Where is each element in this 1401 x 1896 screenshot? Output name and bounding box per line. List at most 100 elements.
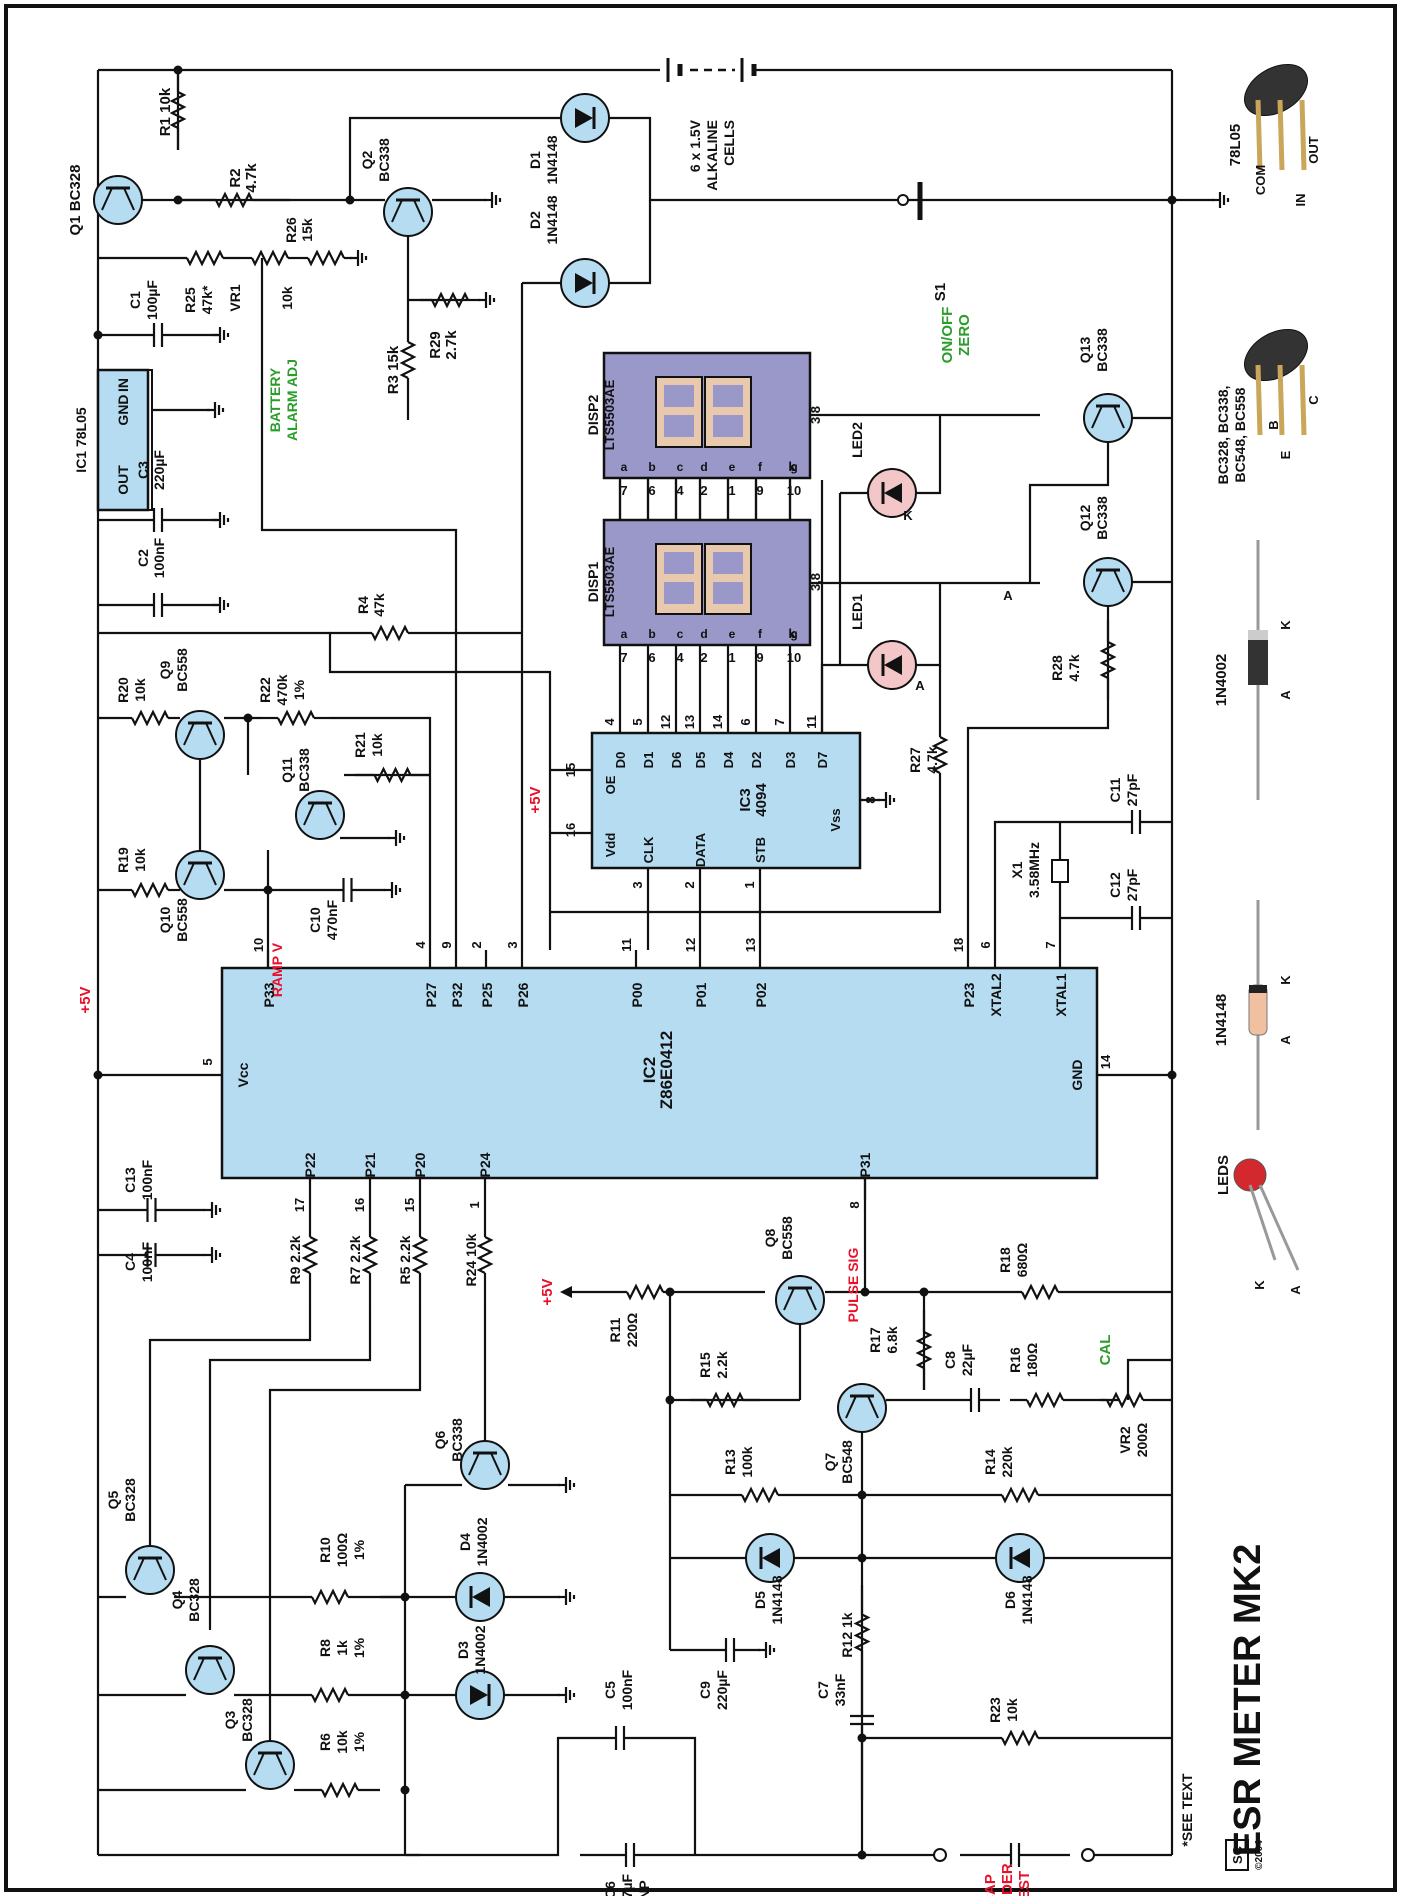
- wire: [820, 493, 842, 733]
- r22: [277, 709, 315, 727]
- label: Q4: [169, 1590, 185, 1609]
- junction-dot: [857, 1553, 867, 1563]
- transistor-q7: [837, 1383, 887, 1433]
- label: 100nF: [139, 1159, 155, 1200]
- label: D5: [693, 752, 708, 769]
- transistor-q6-lead: [468, 1452, 480, 1476]
- label: 10k: [132, 678, 148, 702]
- label: B: [1266, 420, 1281, 429]
- label: BC328: [186, 1578, 202, 1622]
- label: R24 10k: [463, 1233, 479, 1286]
- label: IC1 78L05: [73, 407, 89, 473]
- wire: [405, 1736, 590, 1857]
- label: R16: [1007, 1347, 1023, 1373]
- label: 15k: [299, 218, 315, 242]
- transistor-q2: [383, 187, 433, 237]
- label: g: [790, 627, 797, 641]
- label: R15: [697, 1352, 713, 1378]
- junction-dot: [93, 1070, 103, 1080]
- seven-seg-window: [713, 415, 743, 437]
- wire: [348, 116, 585, 200]
- transistor-q11-lead: [303, 802, 315, 826]
- label: R29: [427, 331, 444, 359]
- label: P20: [412, 1152, 428, 1177]
- r1: [169, 91, 187, 129]
- label: BC338: [296, 748, 312, 792]
- transistor-q12-lead: [1091, 569, 1103, 593]
- label: D0: [613, 752, 628, 769]
- label: P24: [477, 1152, 493, 1177]
- transistor-q7-lead: [845, 1395, 857, 1419]
- r12: [853, 1613, 871, 1652]
- label: b: [648, 627, 655, 641]
- label: 17: [292, 1198, 307, 1212]
- r23: [1001, 1729, 1039, 1747]
- junction-dot: [857, 1850, 867, 1860]
- label: R23: [987, 1697, 1003, 1723]
- label: LTS5503AE: [602, 379, 617, 450]
- label: 16: [352, 1198, 367, 1212]
- label: X1: [1009, 861, 1025, 878]
- transistor-q9-lead: [183, 722, 195, 746]
- switch-contact: [897, 194, 909, 206]
- label: R14: [982, 1449, 998, 1475]
- label: 220Ω: [624, 1313, 640, 1348]
- label: D1: [527, 151, 543, 169]
- wire: [260, 258, 458, 950]
- label: Vcc: [235, 1062, 251, 1087]
- label: Q5: [105, 1490, 121, 1509]
- transistor-q3-lead: [253, 1752, 265, 1776]
- r2: [215, 191, 253, 209]
- transistor-q6-lead: [490, 1452, 502, 1476]
- label: R2: [227, 168, 244, 187]
- test-terminal[interactable]: [1081, 1848, 1095, 1862]
- label: BC328: [239, 1698, 255, 1742]
- label: 2: [700, 650, 707, 665]
- r5: [411, 1236, 429, 1274]
- r16: [1026, 1391, 1064, 1409]
- label: RAMP V: [269, 942, 285, 997]
- label: R11: [607, 1317, 623, 1342]
- wire: [993, 820, 1100, 950]
- label: K: [1278, 620, 1293, 630]
- junction-dot: [173, 65, 183, 75]
- label: LTS5503AE: [602, 546, 617, 617]
- label: 3,8: [808, 406, 823, 424]
- label: 6: [738, 718, 753, 725]
- label: 220µF: [714, 1670, 730, 1710]
- label: 10: [787, 483, 801, 498]
- label: 2.7k: [443, 330, 460, 360]
- label: A: [1278, 1035, 1293, 1045]
- label: CELLS: [721, 120, 737, 166]
- label: OUT: [1306, 136, 1321, 164]
- label: R13: [722, 1449, 738, 1475]
- label: d: [700, 460, 707, 474]
- label: IC3: [737, 788, 754, 811]
- regulator-lead: [1277, 99, 1285, 171]
- wire: [330, 716, 432, 950]
- label: 1N4002: [474, 1517, 490, 1566]
- label: R28: [1049, 655, 1065, 681]
- transistor-q9-lead: [205, 722, 217, 746]
- transistor-q2-lead: [391, 199, 403, 223]
- label: C9: [697, 1681, 713, 1699]
- r13: [741, 1486, 779, 1504]
- label: C7: [815, 1681, 831, 1699]
- seven-seg-window: [713, 552, 743, 574]
- label: DISP1: [585, 562, 601, 603]
- r19: [131, 881, 169, 899]
- label: E: [1278, 450, 1293, 459]
- label: 15: [402, 1198, 417, 1212]
- transistor-lead: [1277, 364, 1285, 436]
- label: Q3: [222, 1710, 238, 1729]
- label: k: [788, 626, 796, 641]
- label: Q11: [279, 757, 295, 783]
- test-terminal[interactable]: [933, 1848, 947, 1862]
- label: OUT: [115, 465, 131, 495]
- label: R9 2.2k: [287, 1235, 303, 1284]
- led-lead: [1248, 1184, 1277, 1261]
- wire: [268, 1310, 422, 1760]
- junction-dot: [665, 1395, 675, 1405]
- label: R20: [115, 677, 131, 703]
- wire: [966, 700, 1110, 950]
